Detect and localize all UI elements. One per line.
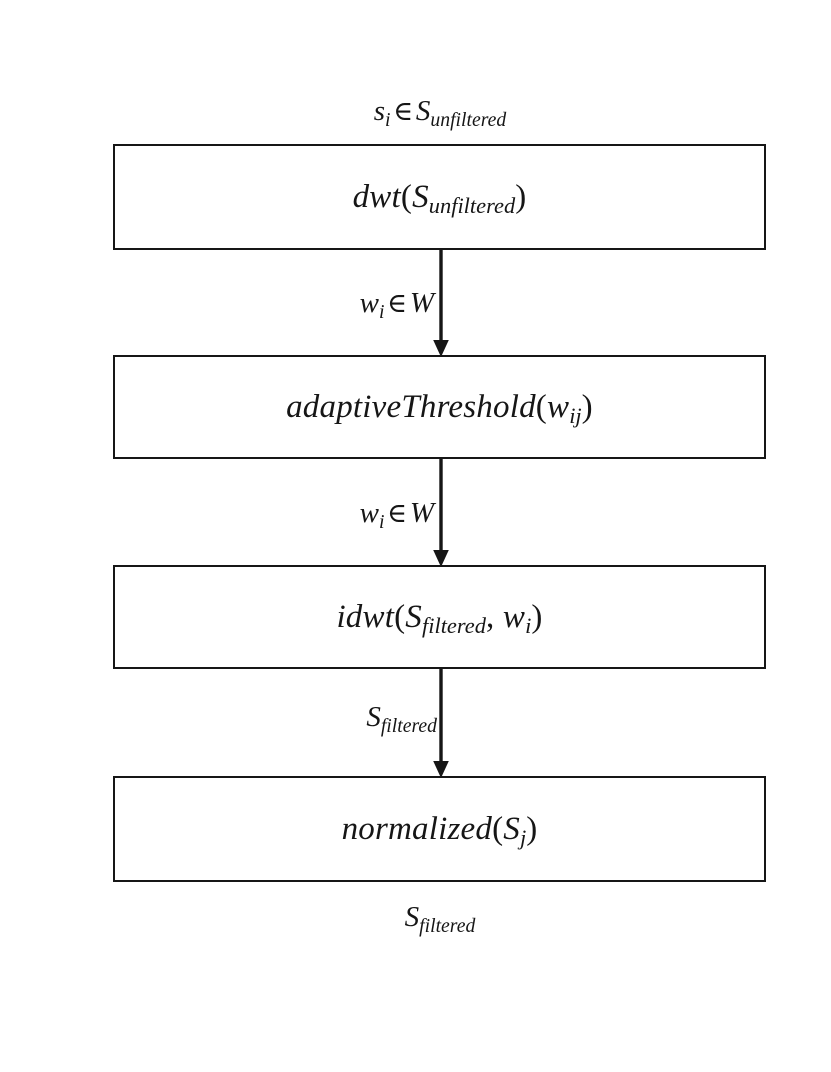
arrow-adaptive-threshold-to-idwt — [432, 458, 450, 567]
process-box-adaptive-threshold[interactable]: adaptiveThreshold(wij) — [113, 355, 766, 459]
edge-base: S — [366, 701, 381, 733]
output-label: Sfiltered — [0, 901, 831, 936]
edge-set: W — [409, 287, 434, 319]
edge-label-idwt-to-normalized: Sfiltered — [0, 701, 437, 736]
process-box-idwt-label: idwt(Sfiltered, wi) — [336, 598, 543, 639]
function-name: idwt — [336, 598, 395, 635]
argument2-subscript: i — [525, 613, 532, 639]
function-name: adaptiveThreshold — [286, 388, 536, 425]
edge-label-dwt-to-adaptive-threshold: wi∈W — [0, 287, 434, 322]
process-box-normalized-label: normalized(Sj) — [341, 810, 538, 851]
input-variable-subscript: i — [385, 108, 391, 131]
process-box-dwt-label: dwt(Sunfiltered) — [352, 178, 527, 219]
argument-subscript: filtered — [422, 613, 486, 639]
argument-base: S — [412, 178, 429, 215]
element-of-icon: ∈ — [387, 498, 408, 528]
edge-set: W — [409, 497, 434, 529]
element-of-icon: ∈ — [393, 96, 414, 126]
function-name: dwt — [352, 178, 401, 215]
argument2-base: w — [502, 598, 526, 635]
edge-subscript: filtered — [380, 714, 437, 737]
edge-variable: w — [359, 287, 379, 319]
edge-variable: w — [359, 497, 379, 529]
arrow-dwt-to-adaptive-threshold — [432, 249, 450, 357]
argument-base: w — [546, 388, 570, 425]
edge-label-adaptive-threshold-to-idwt: wi∈W — [0, 497, 434, 532]
process-box-dwt[interactable]: dwt(Sunfiltered) — [113, 144, 766, 250]
argument-subscript: ij — [569, 403, 582, 429]
process-box-idwt[interactable]: idwt(Sfiltered, wi) — [113, 565, 766, 669]
output-subscript: filtered — [419, 914, 476, 937]
input-set-subscript: unfiltered — [430, 108, 507, 131]
argument-base: S — [503, 810, 520, 847]
input-label: si∈Sunfiltered — [0, 95, 831, 130]
edge-variable-subscript: i — [379, 510, 385, 533]
argument-subscript: j — [519, 825, 527, 851]
argument-base: S — [405, 598, 422, 635]
process-box-normalized[interactable]: normalized(Sj) — [113, 776, 766, 882]
arrow-idwt-to-normalized — [432, 668, 450, 778]
process-box-adaptive-threshold-label: adaptiveThreshold(wij) — [286, 388, 593, 429]
input-variable: s — [373, 95, 386, 127]
output-base: S — [404, 901, 420, 933]
argument-subscript: unfiltered — [428, 193, 516, 219]
element-of-icon: ∈ — [387, 288, 408, 318]
edge-variable-subscript: i — [379, 300, 385, 323]
input-set: S — [415, 95, 431, 127]
function-name: normalized — [341, 810, 493, 847]
